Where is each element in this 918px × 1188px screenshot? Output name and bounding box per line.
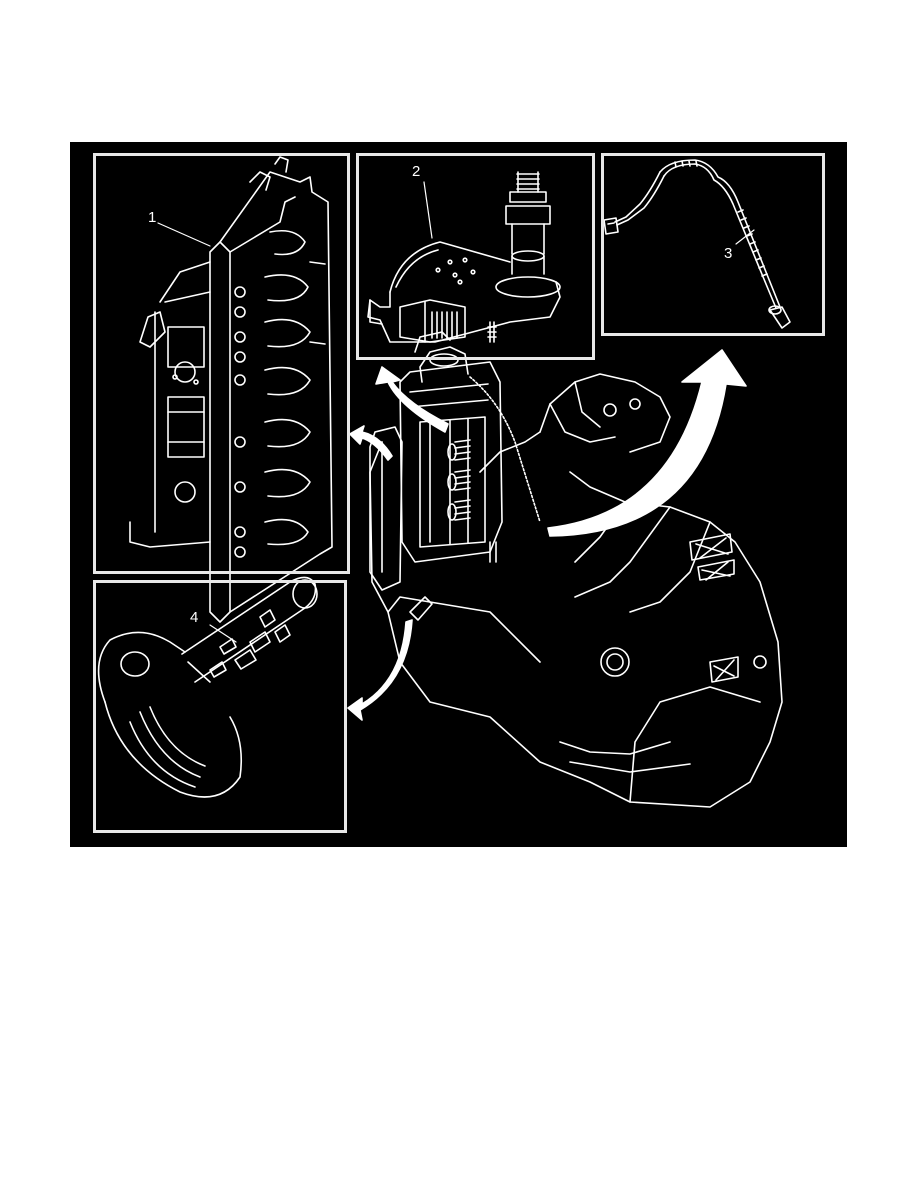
arrow-to-inset-3 xyxy=(547,349,747,537)
range-switch-illustration xyxy=(367,171,561,343)
leader-line-2 xyxy=(423,181,433,239)
inset-panel-solenoid xyxy=(93,580,347,833)
callout-label-2: 2 xyxy=(412,163,421,180)
valve-springs xyxy=(447,439,471,521)
leader-line-1 xyxy=(157,222,211,247)
arrow-to-inset-2 xyxy=(375,366,449,433)
leader-lines xyxy=(157,181,755,643)
inset-panel-valve-body xyxy=(93,153,350,574)
inset-panel-sensor-harness xyxy=(601,153,825,336)
arrow-to-inset-4 xyxy=(347,619,413,721)
transmission-diagram: 1 2 3 4 xyxy=(70,142,847,847)
callout-label-3: 3 xyxy=(724,245,733,262)
sensor-harness-illustration xyxy=(603,159,791,329)
valve-body-illustration xyxy=(129,156,333,623)
solenoid-illustration xyxy=(97,576,318,798)
callout-label-4: 4 xyxy=(190,609,199,626)
callout-label-1: 1 xyxy=(148,209,157,226)
arrow-to-inset-1 xyxy=(349,425,393,461)
callout-arrows xyxy=(347,349,747,721)
leader-line-4 xyxy=(209,624,237,643)
diagram-line-art xyxy=(97,156,791,808)
inset-panel-range-switch xyxy=(356,153,595,360)
leader-line-3 xyxy=(735,229,755,245)
